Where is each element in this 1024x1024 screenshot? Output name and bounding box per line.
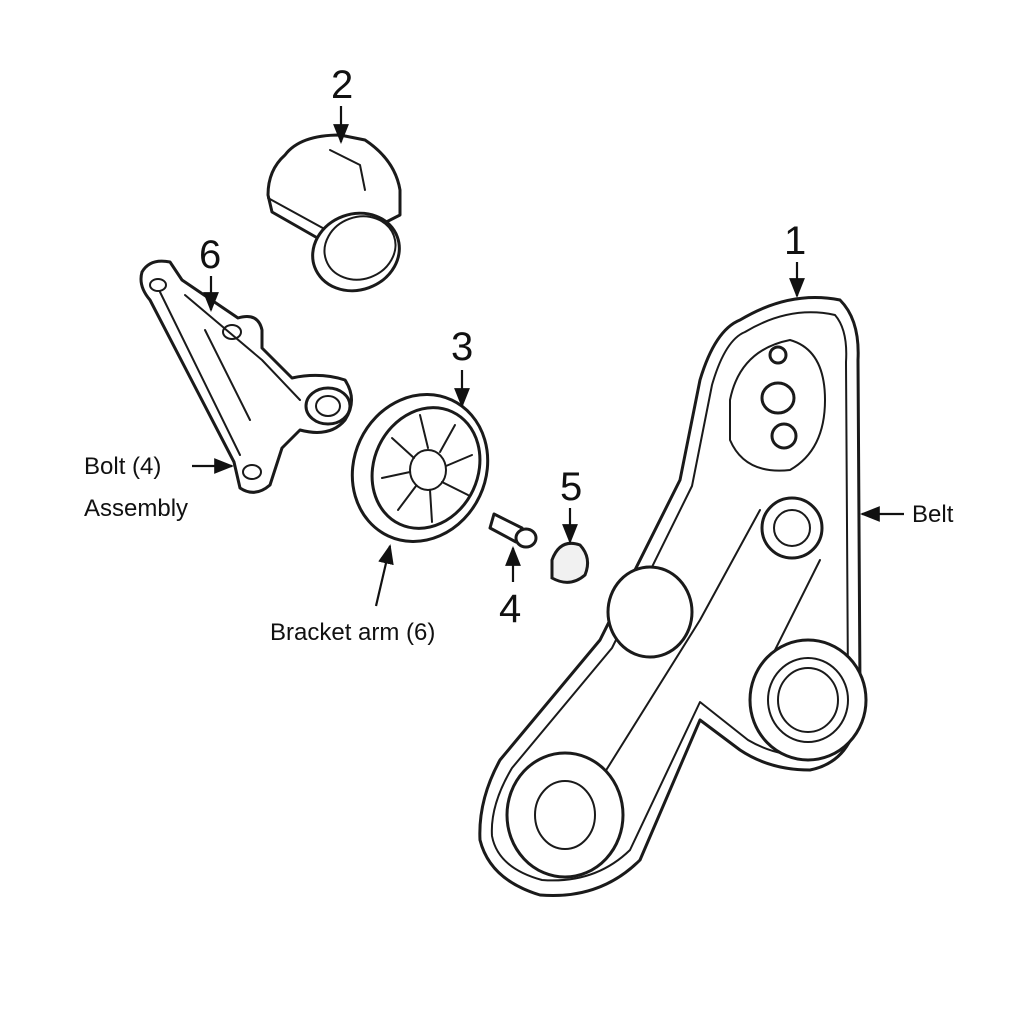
label-belt: Belt	[912, 501, 954, 528]
callout-3: 3	[451, 325, 473, 369]
callout-2: 2	[331, 63, 353, 107]
callout-6: 6	[199, 233, 221, 277]
callout-4: 4	[499, 587, 521, 631]
callout-1: 1	[784, 219, 806, 263]
part-2-tensioner-body	[266, 133, 402, 293]
part-1-belt	[478, 296, 868, 898]
part-3-idler-pulley	[350, 393, 490, 543]
callout-5: 5	[560, 465, 582, 509]
label-bolt: Bolt (4)	[84, 453, 161, 480]
label-bracket-arm: Bracket arm (6)	[270, 619, 435, 646]
label-assembly: Assembly	[84, 495, 188, 522]
part-5-cap	[550, 541, 590, 584]
part-4-bolt	[488, 512, 538, 549]
arrow-label-bracket-arm	[374, 544, 394, 607]
part-6-bracket	[139, 259, 353, 494]
